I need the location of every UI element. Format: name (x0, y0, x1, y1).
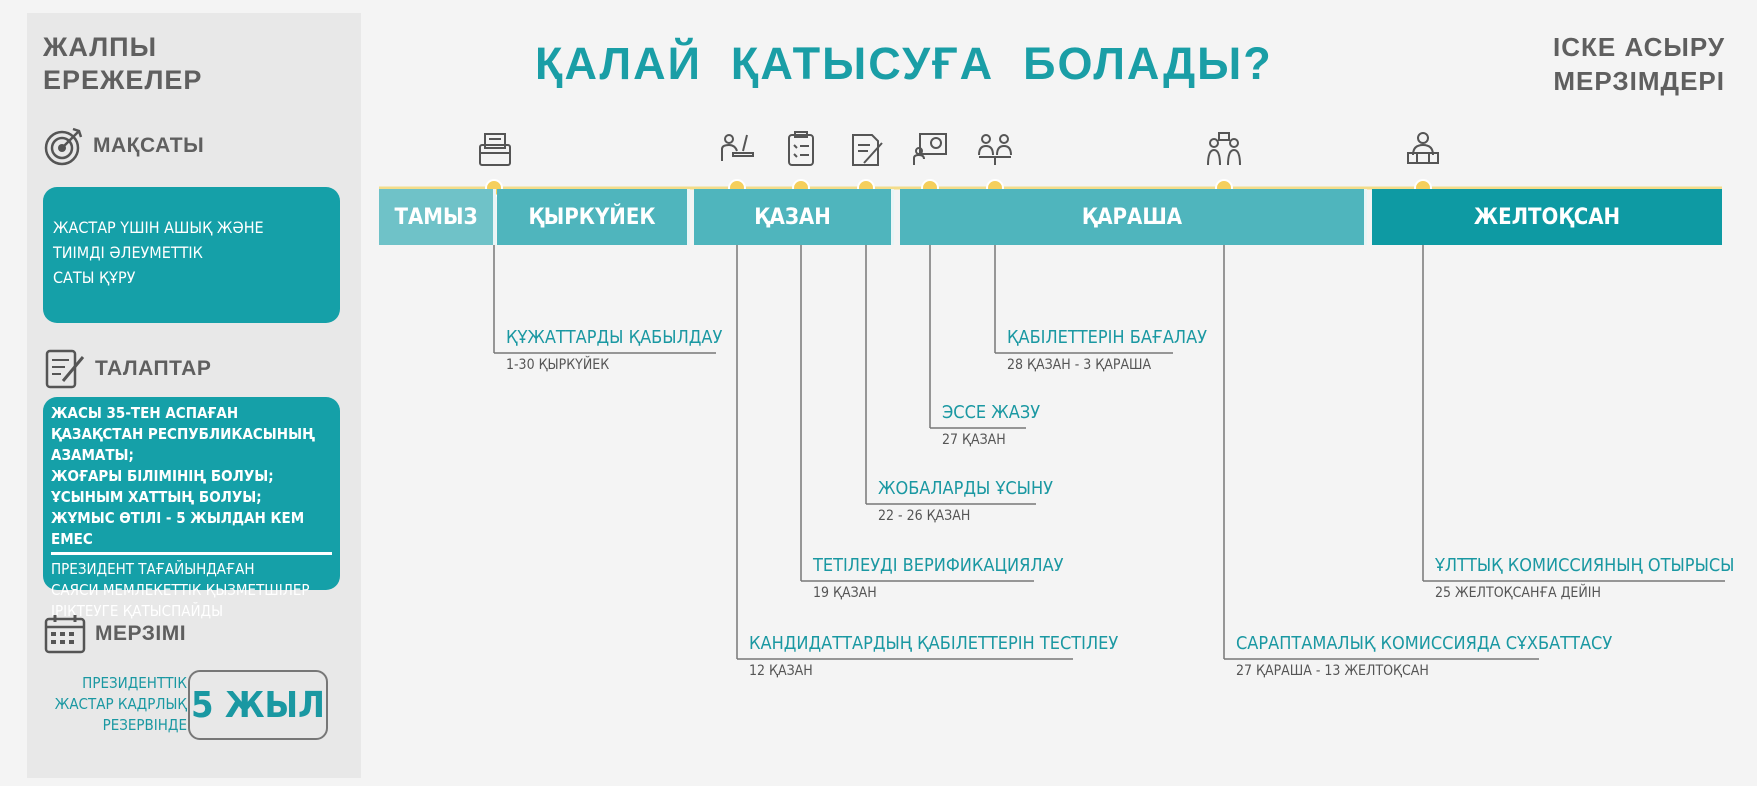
commission-icon (1407, 132, 1439, 164)
sidebar-title: ЖАЛПЫ ЕРЕЖЕЛЕР (43, 31, 202, 97)
event-date: 27 ҚАЗАН (942, 432, 1006, 448)
requirements-note-line: САЯСИ МЕМЛЕКЕТТІК ҚЫЗМЕТШІЛЕР (51, 581, 310, 599)
event-title: САРАПТАМАЛЫҚ КОМИССИЯДА СҰХБАТТАСУ (1236, 633, 1613, 654)
month-august: ТАМЫЗ (379, 189, 496, 245)
event-title: ҚАБІЛЕТТЕРІН БАҒАЛАУ (1007, 327, 1208, 348)
event-date: 1-30 ҚЫРКҮЙЕК (506, 357, 610, 373)
event-title: ТЕТІЛЕУДІ ВЕРИФИКАЦИЯЛАУ (813, 555, 1064, 576)
event-title: ЖОБАЛАРДЫ ҰСЫНУ (878, 478, 1054, 499)
document-pen-icon (45, 349, 85, 389)
requirements-heading: ТАЛАПТАР (43, 347, 211, 391)
event-dot (921, 179, 939, 197)
term-caption: ПРЕЗИДЕНТТІК ЖАСТАР КАДРЛЫҚ РЕЗЕРВІНДЕ (47, 673, 187, 736)
checklist-icon (788, 131, 814, 166)
month-september: ҚЫРКҮЙЕК (497, 189, 690, 245)
requirement-item: ЖАСЫ 35-ТЕН АСПАҒАН (51, 404, 239, 422)
requirements-divider (51, 552, 332, 555)
deadlines-title-line2: МЕРЗІМДЕРІ (1553, 66, 1725, 96)
requirement-item: ҰСЫНЫМ ХАТТЫҢ БОЛУЫ; (51, 488, 262, 506)
goal-line: САТЫ ҚҰРУ (53, 268, 136, 287)
interview-icon (1207, 132, 1241, 166)
requirements-heading-label: ТАЛАПТАР (95, 357, 212, 380)
event-dot (986, 179, 1004, 197)
event-date: 27 ҚАРАША - 13 ЖЕЛТОҚСАН (1236, 663, 1429, 679)
sidebar: ЖАЛПЫ ЕРЕЖЕЛЕР МАҚСАТЫ ЖАСТАР ҮШІН АШЫҚ … (27, 13, 361, 778)
event-date: 28 ҚАЗАН - 3 ҚАРАША (1007, 357, 1152, 373)
goal-heading: МАҚСАТЫ (43, 125, 204, 167)
requirement-item: ҚАЗАҚСТАН РЕСПУБЛИКАСЫНЫҢ АЗАМАТЫ; (51, 425, 315, 464)
deadlines-title: ІСКЕ АСЫРУ МЕРЗІМДЕРІ (1553, 30, 1725, 98)
sidebar-title-line2: ЕРЕЖЕЛЕР (43, 65, 203, 95)
term-heading: МЕРЗІМІ (43, 612, 186, 656)
testing-icon (721, 134, 754, 161)
event-date: 25 ЖЕЛТОҚСАНҒА ДЕЙІН (1435, 585, 1601, 601)
term-value-box: 5 ЖЫЛ (188, 670, 328, 740)
month-november: ҚАРАША (900, 189, 1367, 245)
event-title: ҚҰЖАТТАРДЫ ҚАБЫЛДАУ (506, 327, 723, 348)
assessment-icon (978, 134, 1012, 165)
event-title: ЭССЕ ЖАЗУ (942, 402, 1041, 423)
event-date: 12 ҚАЗАН (749, 663, 813, 679)
month-october: ҚАЗАН (694, 189, 894, 245)
goal-heading-label: МАҚСАТЫ (93, 134, 205, 157)
event-date: 19 ҚАЗАН (813, 585, 877, 601)
target-icon (44, 127, 83, 166)
deadlines-title-line1: ІСКЕ АСЫРУ (1553, 32, 1725, 62)
event-title: КАНДИДАТТАРДЫҢ ҚАБІЛЕТТЕРІН ТЕСТІЛЕУ (749, 633, 1119, 654)
goal-line: ТИІМДІ ӘЛЕУМЕТТІК (53, 243, 203, 262)
term-caption-line: ПРЕЗИДЕНТТІК (82, 674, 187, 692)
event-dot (728, 179, 746, 197)
writing-icon (852, 134, 883, 166)
page-title: ҚАЛАЙ ҚАТЫСУҒА БОЛАДЫ? (535, 38, 1273, 89)
event-date: 22 - 26 ҚАЗАН (878, 508, 971, 524)
requirement-item: ЖҰМЫС ӨТІЛІ - 5 ЖЫЛДАН КЕМ ЕМЕС (51, 509, 305, 548)
requirement-item: ЖОҒАРЫ БІЛІМІНІҢ БОЛУЫ; (51, 467, 274, 485)
sidebar-title-line1: ЖАЛПЫ (43, 32, 158, 62)
event-dot (485, 179, 503, 197)
goal-box: ЖАСТАР ҮШІН АШЫҚ ЖӘНЕ ТИІМДІ ӘЛЕУМЕТТІК … (43, 187, 340, 323)
event-dot (792, 179, 810, 197)
term-caption-line: ЖАСТАР КАДРЛЫҚ (54, 695, 187, 713)
term-heading-label: МЕРЗІМІ (95, 622, 187, 645)
requirements-box: ЖАСЫ 35-ТЕН АСПАҒАН ҚАЗАҚСТАН РЕСПУБЛИКА… (43, 397, 340, 620)
event-dot (1414, 179, 1432, 197)
presentation-icon (913, 133, 947, 165)
event-dot (1215, 179, 1233, 197)
term-caption-line: РЕЗЕРВІНДЕ (102, 716, 187, 734)
event-title: ҰЛТТЫҚ КОМИССИЯНЫҢ ОТЫРЫСЫ (1435, 555, 1735, 576)
calendar-icon (44, 615, 86, 654)
month-december: ЖЕЛТОҚСАН (1372, 189, 1722, 245)
requirements-note-line: ПРЕЗИДЕНТ ТАҒАЙЫНДАҒАН (51, 560, 255, 578)
documents-icon (479, 133, 511, 166)
requirements-note-line: ІРІКТЕУГЕ ҚАТЫСПАЙДЫ (51, 602, 224, 620)
goal-line: ЖАСТАР ҮШІН АШЫҚ ЖӘНЕ (53, 218, 264, 237)
event-dot (857, 179, 875, 197)
